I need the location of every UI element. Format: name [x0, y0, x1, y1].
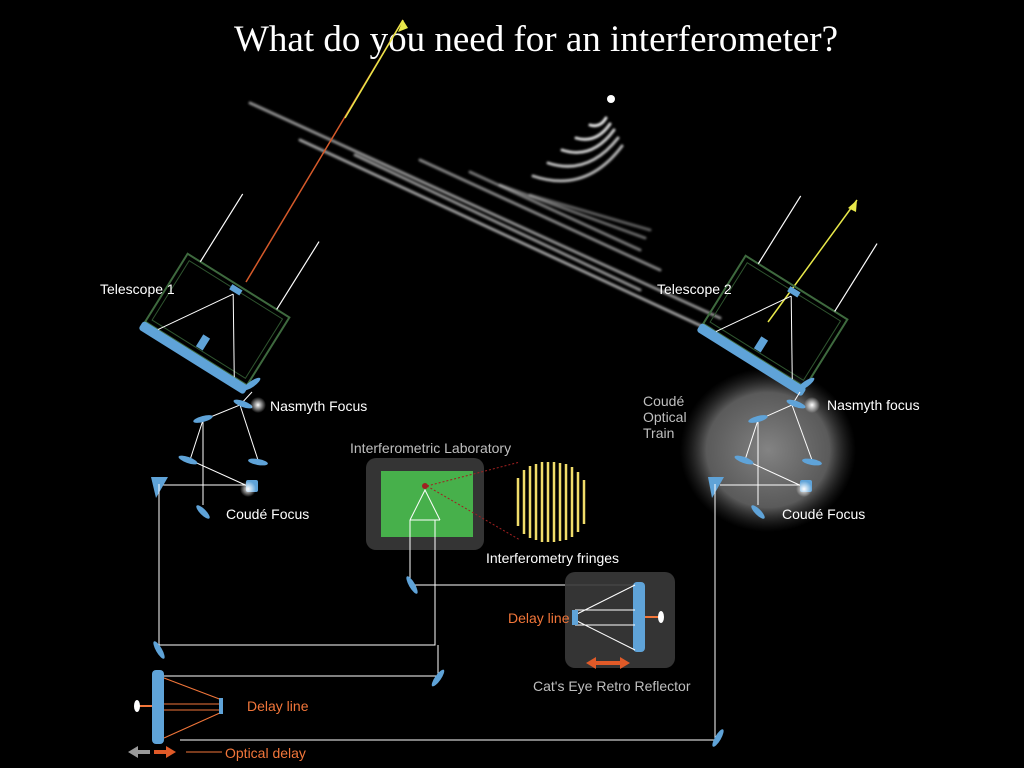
coude-focus-1-star	[240, 481, 256, 497]
lab-box	[381, 471, 473, 537]
wavefront-arcs	[531, 116, 624, 183]
coude-optical-train-label-line-2: Optical	[643, 409, 687, 425]
upper-delay-line-label: Delay line	[508, 610, 570, 626]
nasmyth-focus-2-label: Nasmyth focus	[827, 397, 920, 413]
telescope-1-arrowhead	[398, 20, 408, 32]
lower-delay-arrows	[128, 746, 222, 758]
coude-optical-train-label-line-1: Coudé	[643, 393, 684, 409]
star-source	[607, 95, 615, 103]
lab-focus-point	[422, 483, 428, 489]
telescope-2-pointing-line	[767, 199, 858, 323]
fringe-pointer-lines	[426, 461, 521, 541]
telescope-2	[697, 195, 878, 396]
coude-focus-1-label: Coudé Focus	[226, 506, 309, 522]
coude-focus-2-star	[796, 481, 812, 497]
lower-delay-line-label: Delay line	[247, 698, 309, 714]
telescope-2-arrowhead	[848, 200, 857, 212]
telescope-2-label: Telescope 2	[657, 281, 732, 297]
lower-delay-line-optics	[134, 670, 223, 744]
slide-title: What do you need for an interferometer?	[233, 19, 839, 60]
upper-delay-line-optics	[572, 582, 664, 652]
optical-delay-label: Optical delay	[225, 745, 306, 761]
telescope-1-mirrors	[151, 377, 268, 519]
coude-optical-train-label-line-3: Train	[643, 425, 674, 441]
telescope-2-mirrors	[708, 377, 822, 519]
path-mirrors	[153, 576, 724, 747]
interferometric-laboratory-label: Interferometric Laboratory	[350, 440, 511, 456]
upper-delay-glow	[565, 572, 675, 668]
telescope-1-label: Telescope 1	[100, 281, 175, 297]
upper-delay-arrows	[586, 657, 630, 669]
interferometry-fringes-label: Interferometry fringes	[486, 550, 619, 566]
nasmyth-focus-1-label: Nasmyth Focus	[270, 398, 367, 414]
fringe-pattern	[511, 462, 589, 542]
telescope-1	[139, 193, 320, 394]
nasmyth-focus-2-star	[804, 397, 820, 413]
coude-focus-2-label: Coudé Focus	[782, 506, 865, 522]
lab-beam-combiner	[409, 488, 441, 521]
nasmyth-focus-1-star	[250, 397, 266, 413]
cats-eye-label: Cat's Eye Retro Reflector	[533, 678, 691, 694]
wavefront-planes	[248, 101, 722, 332]
